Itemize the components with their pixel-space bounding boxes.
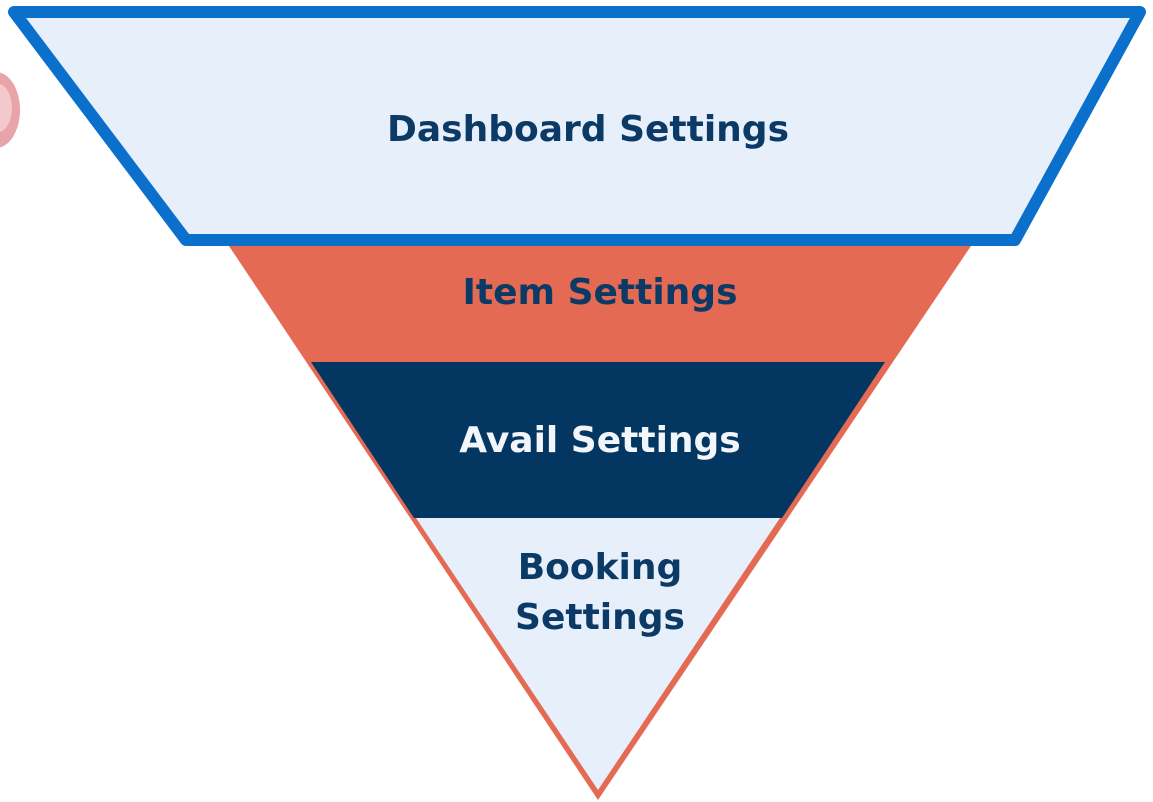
funnel-level-booking-settings <box>416 518 780 790</box>
label-item-line: Item Settings <box>463 272 738 313</box>
funnel-level-dashboard-settings <box>8 6 1146 246</box>
funnel-level-item-settings <box>225 240 975 362</box>
item-settings-label: Item Settings <box>463 272 738 313</box>
label-avail-line: Avail Settings <box>459 420 740 461</box>
decorative-blob <box>0 72 20 148</box>
dashboard-settings-label: Dashboard Settings <box>387 109 789 150</box>
funnel-level-avail-settings <box>311 362 885 518</box>
avail-settings-label: Avail Settings <box>459 420 740 461</box>
label-dashboard-line: Dashboard Settings <box>387 109 789 150</box>
label-booking-line: Booking <box>518 547 683 588</box>
label-booking-line: Settings <box>515 597 685 638</box>
